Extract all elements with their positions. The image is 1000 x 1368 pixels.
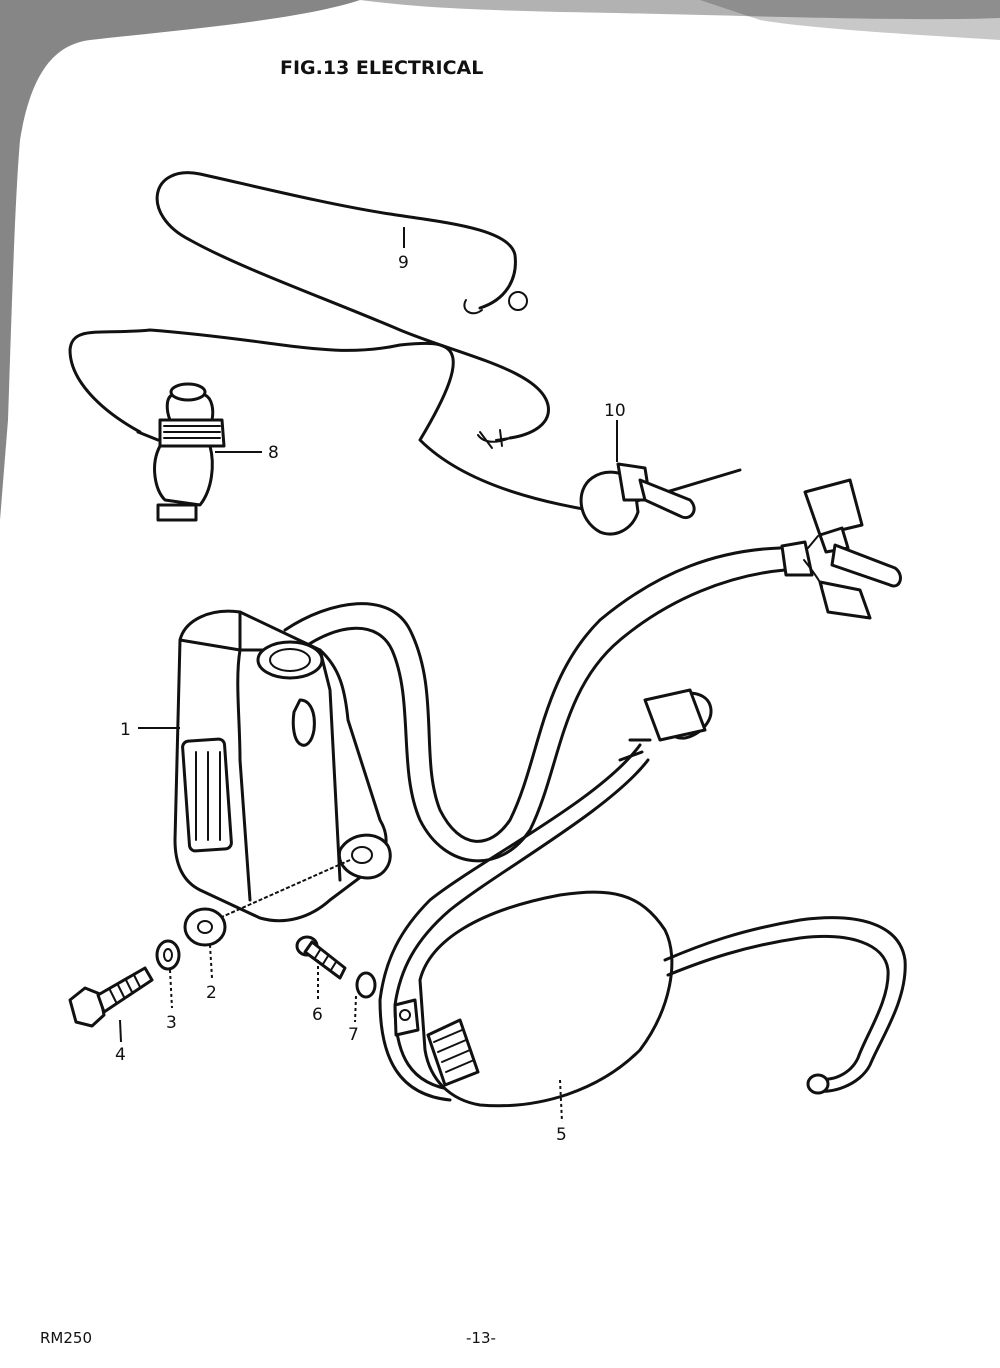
footer-model: RM250 — [40, 1329, 92, 1347]
figure-title: FIG.13 ELECTRICAL — [280, 57, 483, 79]
callout-7: 7 — [348, 1025, 359, 1045]
cdi-unit-drawing — [173, 609, 392, 923]
callout-3: 3 — [166, 1013, 177, 1033]
scan-noise — [0, 0, 1000, 520]
callout-10: 10 — [604, 401, 626, 421]
bolt-drawing — [68, 966, 154, 1028]
lock-washer-drawing — [155, 939, 181, 971]
callout-2: 2 — [206, 983, 217, 1003]
footer-page-number: -13- — [466, 1329, 496, 1347]
leader-lines — [119, 227, 618, 1123]
wire-clamp-drawing — [579, 462, 696, 536]
washer-drawing — [183, 907, 227, 947]
lock-washer-7-drawing — [355, 971, 377, 999]
callout-4: 4 — [115, 1045, 126, 1065]
callout-1: 1 — [120, 720, 131, 740]
callout-9: 9 — [398, 253, 409, 273]
ground-lead-wire-drawing — [155, 171, 550, 449]
callout-8: 8 — [268, 443, 279, 463]
ignition-coil-drawing — [378, 688, 907, 1108]
callout-labels: 1 2 3 4 5 6 7 8 9 10 — [115, 253, 626, 1145]
callout-5: 5 — [556, 1125, 567, 1145]
engine-stop-switch-drawing — [68, 328, 742, 522]
cdi-harness-drawing — [283, 478, 902, 863]
screw-drawing — [295, 935, 347, 980]
callout-6: 6 — [312, 1005, 323, 1025]
